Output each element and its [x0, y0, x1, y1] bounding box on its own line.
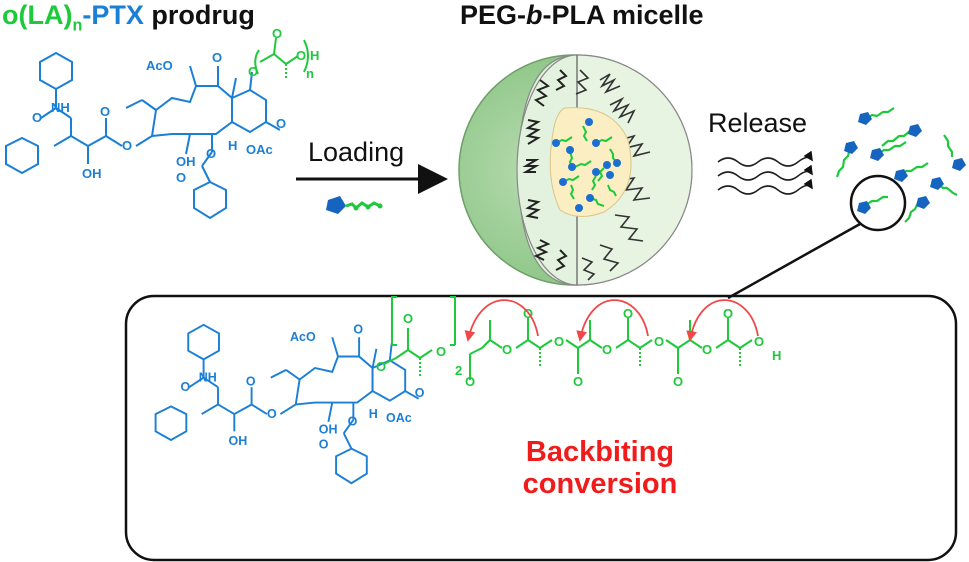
- svg-text:O: O: [554, 334, 564, 349]
- svg-text:n: n: [306, 66, 314, 81]
- svg-text:O: O: [573, 374, 583, 389]
- magnifier-circle: [849, 174, 907, 232]
- svg-text:O: O: [465, 374, 475, 389]
- svg-text:O: O: [296, 48, 306, 63]
- svg-text:O: O: [248, 64, 258, 79]
- micelle-title: PEG-b-PLA micelle: [460, 0, 704, 30]
- released-drugs: [835, 107, 966, 223]
- svg-text:O: O: [436, 344, 446, 359]
- svg-text:O: O: [403, 311, 413, 326]
- svg-text:O: O: [702, 342, 712, 357]
- ptx-label: -PTX: [82, 0, 144, 30]
- oligolactide-label: o(LA)n: [2, 0, 83, 35]
- micelle: [458, 54, 693, 286]
- core-drug-molecules: [552, 118, 621, 212]
- svg-text:O: O: [376, 359, 386, 374]
- prodrug-structure: O O O H n: [5, 26, 319, 219]
- release-arrows: [717, 150, 813, 195]
- drug-molecule-icon: [326, 196, 383, 214]
- prodrug-title: o(LA)n-PTX prodrug: [2, 0, 255, 35]
- oligolactide-chain: O O O 2 O O O O O O O O O O O O H: [376, 296, 781, 389]
- magnifier-pointer: [727, 222, 861, 300]
- backbiting-conversion-label: Backbiting conversion: [522, 436, 678, 500]
- svg-text:O: O: [602, 342, 612, 357]
- svg-text:O: O: [723, 306, 733, 321]
- detail-panel: [124, 294, 958, 562]
- svg-text:H: H: [772, 348, 781, 363]
- prodrug-word: prodrug: [143, 0, 255, 30]
- loading-label: Loading: [308, 137, 405, 167]
- prodrug-detail-structure: [154, 321, 426, 485]
- release-label: Release: [708, 108, 808, 138]
- svg-text:2: 2: [455, 363, 462, 378]
- svg-text:O: O: [272, 26, 282, 41]
- backbiting-arrows: [464, 299, 759, 342]
- svg-text:O: O: [673, 374, 683, 389]
- svg-text:O: O: [502, 342, 512, 357]
- svg-text:O: O: [754, 334, 764, 349]
- svg-text:O: O: [654, 334, 664, 349]
- svg-text:H: H: [310, 48, 319, 63]
- svg-text:O: O: [623, 306, 633, 321]
